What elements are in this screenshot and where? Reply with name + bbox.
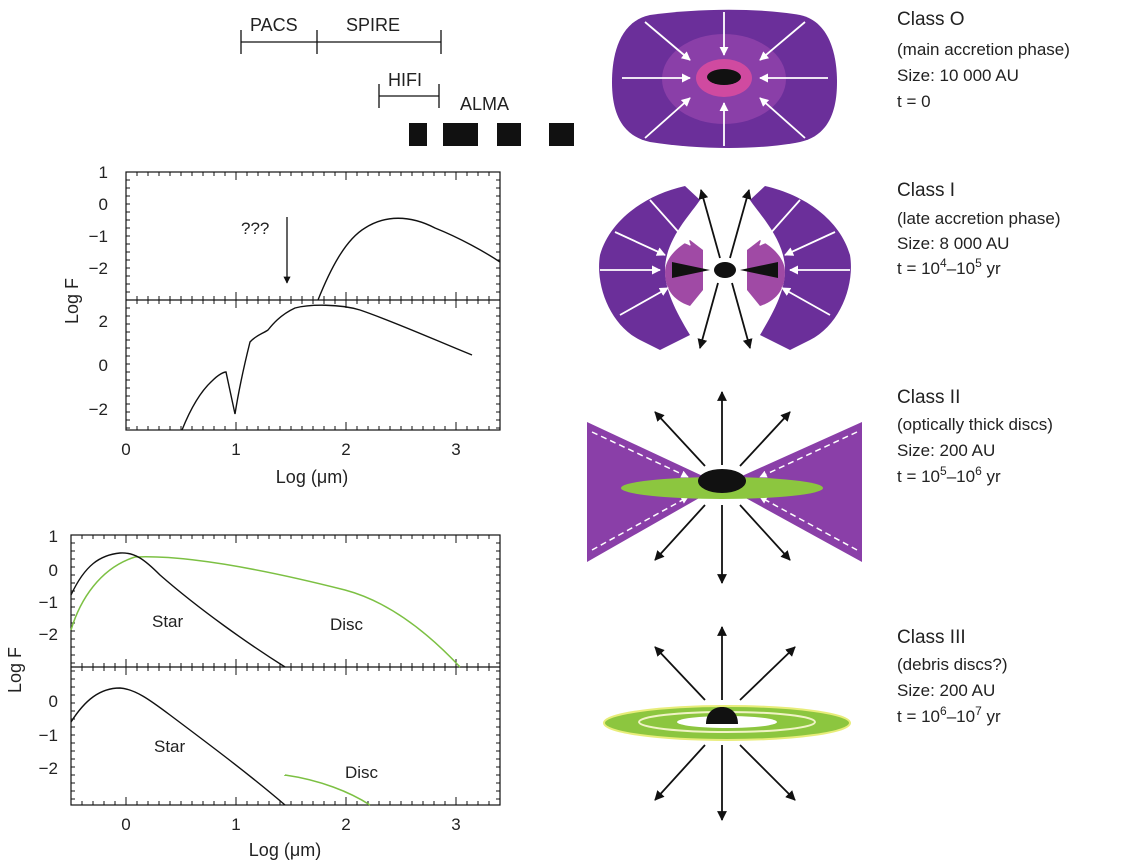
instrument-ranges: PACS SPIRE HIFI ALMA [240,15,574,146]
class-o-desc: (main accretion phase) [897,40,1070,59]
upper-bottom-sed-curve [181,304,473,431]
class-iii-size: Size: 200 AU [897,681,995,700]
ytick: 1 [99,163,108,182]
class-iii-star [706,707,738,724]
upper-sed-plot: 1 0 −1 −2 2 0 −2 0 1 2 3 Log (μm) Log F … [62,163,501,487]
class-i-desc: (late accretion phase) [897,209,1060,228]
xtick: 0 [121,440,130,459]
upper-top-sed-curve [317,217,501,301]
hifi-label: HIFI [388,70,422,90]
spire-label: SPIRE [346,15,400,35]
class-i-right-disc [740,262,778,278]
lower-sed-plot: 1 0 −1 −2 0 −1 −2 0 1 2 3 Log (μm) Log F… [5,527,501,860]
alma-bands [409,123,574,146]
alma-label: ALMA [460,94,509,114]
class-o-title: Class O [897,9,965,30]
upper-xticks: 0 1 2 3 [121,440,460,459]
class-iii-title: Class III [897,627,966,648]
xtick: 3 [451,440,460,459]
lower-bottom-star-label: Star [154,737,186,756]
lower-bottom-yticks: 0 −1 −2 [39,692,58,778]
ytick: 0 [49,561,58,580]
lower-xticks: 0 1 2 3 [121,815,460,834]
ytick: −2 [39,759,58,778]
ytick: 0 [49,692,58,711]
class-ii-time: t = 105–106 yr [897,464,1001,486]
class-i-protostar [714,262,736,278]
lower-plot-ticks [71,534,500,805]
class-i-outflow-arrows [697,189,753,349]
ytick: 1 [49,527,58,546]
ytick: −1 [39,726,58,745]
ytick: −2 [89,259,108,278]
xtick: 0 [121,815,130,834]
class-iii-outflow-arrows [654,626,796,821]
lower-ylabel: Log F [5,647,25,693]
xtick: 2 [341,440,350,459]
class-i-text: Class I (late accretion phase) Size: 8 0… [897,180,1060,278]
lower-plot-frame [70,534,501,806]
lower-bottom-disc-label: Disc [345,763,379,782]
class-ii-title: Class II [897,387,960,408]
class-i-diagram [599,186,851,350]
pacs-label: PACS [250,15,298,35]
ytick: −2 [39,625,58,644]
lower-bottom-star-curve [70,687,286,806]
lower-bottom-disc-curve [284,774,371,806]
class-o-infall-arrows [622,12,828,146]
class-o-time: t = 0 [897,92,931,111]
ytick: 0 [99,195,108,214]
class-ii-size: Size: 200 AU [897,441,995,460]
lower-top-disc-curve [70,556,461,668]
xtick: 3 [451,815,460,834]
upper-top-yticks: 1 0 −1 −2 [89,163,108,278]
class-o-protostar [707,69,741,85]
class-iii-diagram [603,626,851,821]
lower-top-star-label: Star [152,612,184,631]
lower-xlabel: Log (μm) [249,840,321,860]
ytick: 0 [99,356,108,375]
class-iii-desc: (debris discs?) [897,655,1008,674]
class-iii-time: t = 106–107 yr [897,704,1001,726]
xtick: 2 [341,815,350,834]
upper-plot-ticks [126,171,500,430]
upper-ylabel: Log F [62,278,82,324]
class-ii-accretion-lines [591,431,858,551]
upper-xlabel: Log (μm) [276,467,348,487]
ytick: −2 [89,400,108,419]
lower-top-star-curve [70,552,286,668]
class-ii-diagram [587,391,862,584]
ytick: −1 [89,227,108,246]
hifi-range [378,84,440,108]
xtick: 1 [231,815,240,834]
class-i-title: Class I [897,180,955,201]
class-i-size: Size: 8 000 AU [897,234,1009,253]
xtick: 1 [231,440,240,459]
class-ii-protostar [698,469,746,493]
ytick: 2 [99,312,108,331]
lower-top-yticks: 1 0 −1 −2 [39,527,58,644]
ytick: −1 [39,593,58,612]
class-iii-text: Class III (debris discs?) Size: 200 AU t… [897,627,1008,726]
class-o-diagram [612,9,837,148]
class-ii-outflow-arrows [654,391,791,584]
class-ii-text: Class II (optically thick discs) Size: 2… [897,387,1053,486]
class-ii-desc: (optically thick discs) [897,415,1053,434]
upper-bottom-yticks: 2 0 −2 [89,312,108,419]
pacs-spire-range [240,30,442,54]
class-o-text: Class O (main accretion phase) Size: 10 … [897,9,1070,111]
class-o-size: Size: 10 000 AU [897,66,1019,85]
class-i-infall-arrows [600,199,850,316]
lower-top-disc-label: Disc [330,615,364,634]
class-i-time: t = 104–105 yr [897,256,1001,278]
class-i-left-disc [672,262,710,278]
upper-annotation: ??? [241,219,269,238]
